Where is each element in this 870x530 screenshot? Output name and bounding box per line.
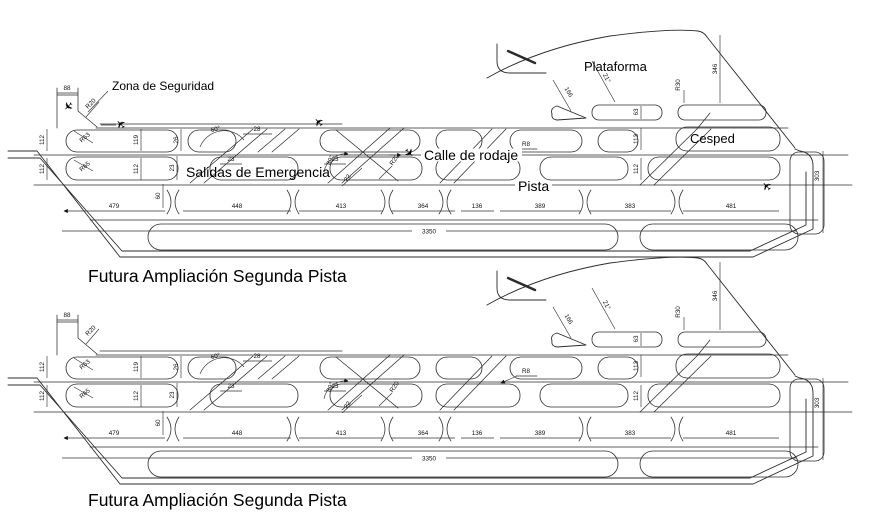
label-mask	[421, 148, 522, 162]
diagram-top-title: Futura Ampliación Segunda Pista	[88, 266, 347, 286]
plane-icon: ✈	[400, 144, 417, 161]
diagram-bottom	[8, 257, 852, 484]
label-pista: Pista	[518, 178, 549, 194]
label-zona-seguridad: Zona de Seguridad	[112, 79, 214, 93]
label-calle-rodaje: Calle de rodaje	[424, 147, 518, 163]
plane-icon: ✈	[59, 97, 76, 114]
label-leader-lines	[87, 90, 401, 155]
diagram-bottom-plan	[8, 257, 852, 484]
label-salidas-emergencia: Salidas de Emergencia	[186, 164, 330, 180]
label-cesped: Cesped	[690, 131, 735, 146]
diagram-bottom-title: Futura Ampliación Segunda Pista	[88, 490, 347, 510]
diagram-top: Zona de Seguridad Salidas de Emergencia …	[8, 30, 852, 257]
label-mask	[515, 180, 552, 193]
label-plataforma: Plataforma	[584, 59, 648, 74]
